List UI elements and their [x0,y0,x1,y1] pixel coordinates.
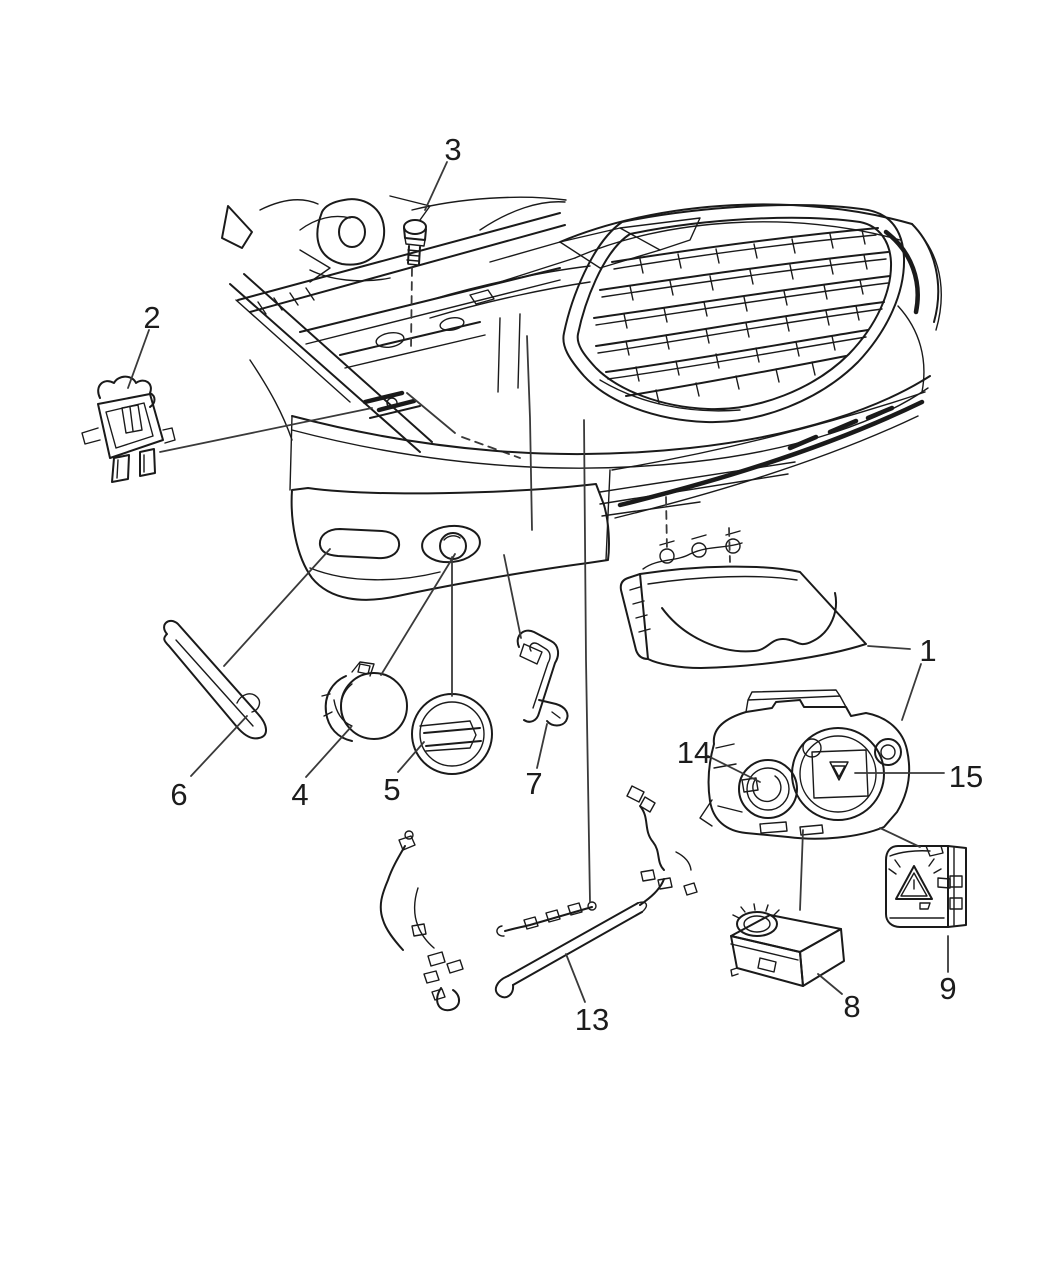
warning-triangle-icon [888,858,951,910]
callout-8-label: 8 [843,989,860,1024]
wiring-harness-part [379,785,698,1012]
vehicle-front-end-illustration [221,195,942,601]
callout-14-label: 14 [677,735,711,770]
callout-labels: 1 2 3 4 5 6 7 8 9 13 14 15 [143,132,983,1037]
grille [562,204,906,424]
bezel-strip-part [163,619,267,740]
headlamp-lens-front [619,530,867,669]
headlamp-mounting-bracket-area [362,390,421,419]
ballast-module-part [730,903,845,987]
retainer-clip-part [516,629,569,727]
callout-5-label: 5 [383,772,400,807]
callout-13-label: 13 [575,1002,609,1037]
igniter-cover-part [885,845,967,928]
callout-9-label: 9 [939,971,956,1006]
callout-2-label: 2 [143,300,160,335]
fog-slot [318,528,401,560]
mounting-bracket-part [81,375,176,483]
bulb-cap [874,738,902,766]
headlamp-housing-rear [699,689,911,840]
fender-right [883,223,942,393]
fog-bulb-socket-part [321,661,408,742]
leader-lines [127,161,949,1003]
low-beam-lamp [738,759,798,819]
hood-edge [479,201,913,283]
callout-15-label: 15 [949,759,983,794]
bumper-upper [289,375,931,561]
engine-bay [221,195,591,459]
callout-6-label: 6 [170,777,187,812]
callout-3-label: 3 [444,132,461,167]
access-cap-part [411,693,493,775]
bumper-fascia-fog-area [290,483,610,601]
callout-1-label: 1 [919,633,936,668]
fog-lamp-hole [439,532,467,560]
callout-4-label: 4 [291,777,308,812]
mounting-bolt-part [403,219,427,266]
callout-7-label: 7 [525,766,542,801]
